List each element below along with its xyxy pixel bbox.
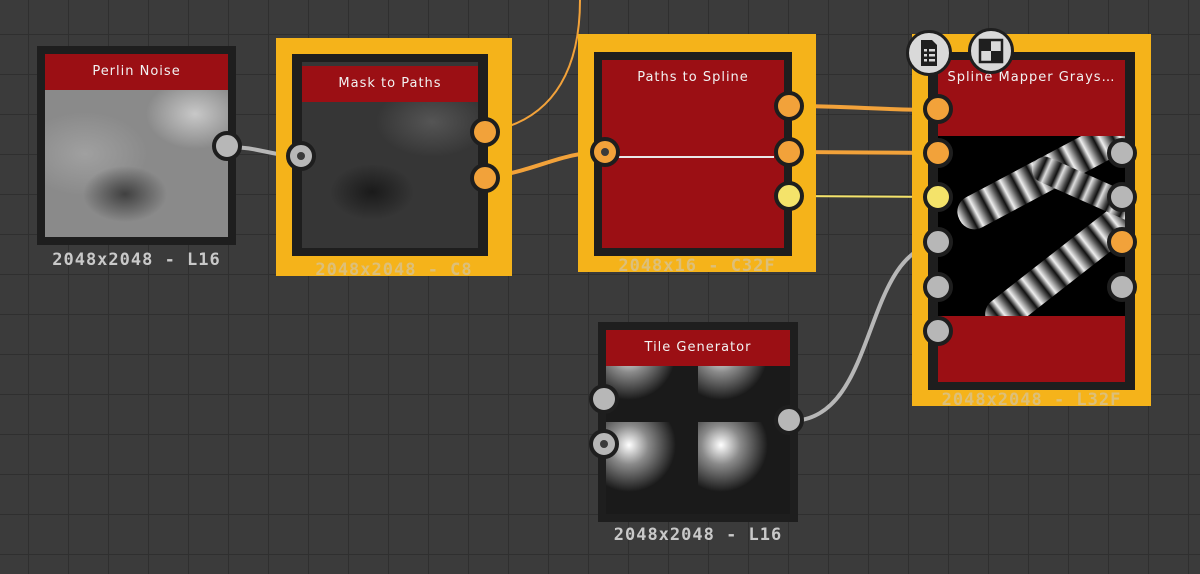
input-port[interactable] xyxy=(590,137,620,167)
node-resolution: 2048x2048 - L16 xyxy=(613,525,783,545)
output-port[interactable] xyxy=(1107,227,1137,257)
node-title: Mask to Paths xyxy=(302,66,478,102)
output-port[interactable] xyxy=(1107,272,1137,302)
document-list-icon xyxy=(921,40,937,66)
node-paths-to-spline[interactable]: Paths to Spline xyxy=(578,34,816,272)
output-port[interactable] xyxy=(470,163,500,193)
node-spline-mapper-grayscale[interactable]: Spline Mapper Grays… xyxy=(912,34,1151,406)
node-resolution: 2048x2048 - C8 xyxy=(315,260,473,280)
input-port[interactable] xyxy=(923,227,953,257)
input-port[interactable] xyxy=(286,141,316,171)
node-resolution: 2048x2048 - L32F xyxy=(941,390,1122,410)
output-port[interactable] xyxy=(212,131,242,161)
input-port[interactable] xyxy=(589,429,619,459)
checker-pattern-button[interactable] xyxy=(968,28,1014,74)
output-port[interactable] xyxy=(1107,138,1137,168)
document-list-button[interactable] xyxy=(906,30,952,76)
input-port[interactable] xyxy=(923,182,953,212)
checker-pattern-icon xyxy=(978,38,1004,64)
node-resolution: 2048x2048 - L16 xyxy=(52,250,221,270)
node-perlin-noise[interactable]: Perlin Noise xyxy=(37,46,236,245)
node-title: Paths to Spline xyxy=(602,60,784,96)
node-tile-generator[interactable]: Tile Generator xyxy=(598,322,798,522)
input-port[interactable] xyxy=(923,138,953,168)
output-port[interactable] xyxy=(1107,182,1137,212)
spline-thumbnail xyxy=(938,60,1125,382)
output-port[interactable] xyxy=(470,117,500,147)
input-port[interactable] xyxy=(589,384,619,414)
node-title: Tile Generator xyxy=(606,330,790,366)
node-title: Spline Mapper Grays… xyxy=(938,60,1125,96)
output-port[interactable] xyxy=(774,181,804,211)
output-port[interactable] xyxy=(774,91,804,121)
output-port[interactable] xyxy=(774,405,804,435)
output-port[interactable] xyxy=(774,137,804,167)
node-resolution: 2048x16 - C32F xyxy=(618,256,776,276)
input-port[interactable] xyxy=(923,94,953,124)
input-port[interactable] xyxy=(923,272,953,302)
node-title: Perlin Noise xyxy=(45,54,228,90)
input-port[interactable] xyxy=(923,316,953,346)
